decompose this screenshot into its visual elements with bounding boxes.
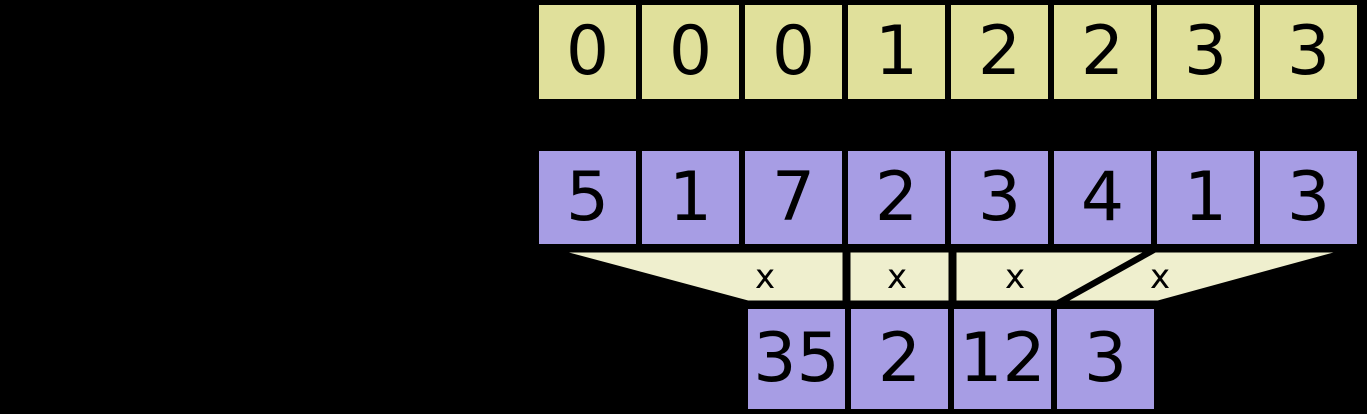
operator-label: x bbox=[886, 257, 908, 297]
operator-label: x bbox=[1149, 257, 1171, 297]
value-cell: 2 bbox=[845, 148, 948, 247]
value-cell: 3 bbox=[1257, 148, 1360, 247]
segment-cell: 0 bbox=[536, 2, 639, 102]
segment-cell: 3 bbox=[1154, 2, 1257, 102]
output-cell: 12 bbox=[951, 306, 1054, 412]
output-cell: 35 bbox=[745, 306, 848, 412]
operator-label: x bbox=[1004, 257, 1026, 297]
input-values-row: 5 1 7 2 3 4 1 3 bbox=[536, 148, 1360, 247]
connector-funnel-left bbox=[549, 247, 848, 306]
value-cell: 1 bbox=[639, 148, 742, 247]
value-cell: 3 bbox=[948, 148, 1051, 247]
operator-label: x bbox=[754, 257, 776, 297]
segment-index-row: 0 0 0 1 2 2 3 3 bbox=[536, 2, 1360, 102]
connector-funnel-right bbox=[1050, 247, 1353, 306]
segment-cell: 3 bbox=[1257, 2, 1360, 102]
output-cell: 2 bbox=[848, 306, 951, 412]
connector-funnel-mid bbox=[951, 247, 1162, 306]
value-cell: 7 bbox=[742, 148, 845, 247]
segment-cell: 2 bbox=[948, 2, 1051, 102]
value-cell: 4 bbox=[1051, 148, 1154, 247]
segment-cell: 0 bbox=[742, 2, 845, 102]
value-cell: 5 bbox=[536, 148, 639, 247]
segment-cell: 2 bbox=[1051, 2, 1154, 102]
output-values-row: 35 2 12 3 bbox=[745, 306, 1157, 412]
value-cell: 1 bbox=[1154, 148, 1257, 247]
segment-cell: 1 bbox=[845, 2, 948, 102]
output-cell: 3 bbox=[1054, 306, 1157, 412]
segment-cell: 0 bbox=[639, 2, 742, 102]
